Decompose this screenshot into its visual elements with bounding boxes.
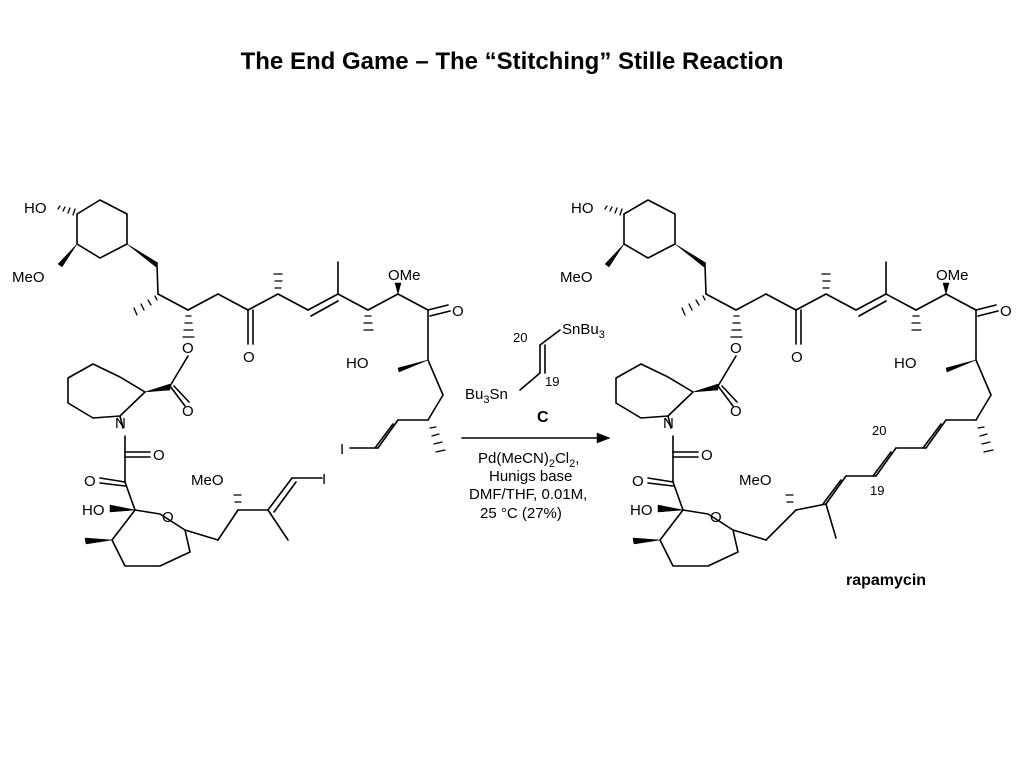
cyclohexyl-ring <box>76 199 128 259</box>
label-n: N <box>115 415 126 432</box>
label-o: O <box>162 509 174 526</box>
tetrahydropyran-ring <box>111 509 191 567</box>
hashed-bond <box>363 315 374 331</box>
label-o: O <box>710 509 722 526</box>
wedge-bond <box>942 282 950 295</box>
product-name: rapamycin <box>846 572 926 589</box>
label-o: O <box>701 447 713 464</box>
atom-labels: HO MeO OMe O O HO O O N O O HO O MeO I I <box>12 200 464 526</box>
label-meo: MeO <box>560 269 593 286</box>
atom-labels: HO MeO OMe O O HO O O N O O HO O MeO 20 … <box>560 200 1012 526</box>
product-structure: HO MeO OMe O O HO O O N O O HO O MeO 20 … <box>560 199 1012 589</box>
label-ho: HO <box>630 502 653 519</box>
label-o: O <box>182 340 194 357</box>
wedge-bond <box>674 243 707 268</box>
hashed-bond <box>233 494 242 503</box>
label-ho: HO <box>894 355 917 372</box>
wedge-bond <box>397 359 429 373</box>
reagent-structure: SnBu3 Bu3Sn 20 19 C <box>465 321 605 426</box>
label-o: O <box>730 403 742 420</box>
hashed-bond <box>977 426 994 453</box>
wedge-bond <box>144 383 171 393</box>
tetrahydropyran-ring <box>659 509 739 567</box>
label-ho: HO <box>82 502 105 519</box>
locant-19: 19 <box>870 483 884 498</box>
label-ome: OMe <box>388 267 421 284</box>
piperidine-ring <box>67 363 146 419</box>
label-meo: MeO <box>739 472 772 489</box>
condition-solvent: DMF/THF, 0.01M, <box>469 486 587 503</box>
hashed-bond <box>785 494 794 503</box>
wedge-bond <box>945 359 977 373</box>
label-o: O <box>84 473 96 490</box>
wedge-bond <box>604 243 625 268</box>
wedge-bond <box>57 243 78 268</box>
hashed-bond <box>911 315 922 331</box>
wedge-bond <box>84 537 113 545</box>
label-o: O <box>243 349 255 366</box>
wedge-bond <box>692 383 719 393</box>
hashed-bond <box>681 295 706 316</box>
label-o: O <box>632 473 644 490</box>
piperidine-ring <box>615 363 694 419</box>
reactant-structure: HO MeO OMe O O HO O O N O O HO O MeO I I <box>12 199 464 567</box>
label-ho: HO <box>346 355 369 372</box>
condition-catalyst: Pd(MeCN)2Cl2, <box>478 450 579 470</box>
arrow-head <box>596 432 611 444</box>
hashed-bond <box>273 273 283 289</box>
reaction-conditions: Pd(MeCN)2Cl2, Hunigs base DMF/THF, 0.01M… <box>469 450 587 522</box>
wedge-bond <box>126 243 159 268</box>
hashed-bond <box>182 315 195 338</box>
cyclohexyl-ring <box>623 199 676 259</box>
wedge-bond <box>394 282 402 295</box>
wedge-bond <box>109 504 136 513</box>
label-o: O <box>1000 303 1012 320</box>
hashed-bond <box>821 273 831 289</box>
hashed-bond <box>730 315 743 338</box>
hashed-bond <box>604 205 623 216</box>
wedge-bond <box>632 537 661 545</box>
locant-20: 20 <box>513 330 527 345</box>
label-o: O <box>791 349 803 366</box>
hashed-bond <box>429 426 446 453</box>
label-meo: MeO <box>191 472 224 489</box>
wedge-bond <box>657 504 684 513</box>
compound-label-c: C <box>537 409 549 426</box>
condition-temperature-yield: 25 °C (27%) <box>480 505 562 522</box>
label-n: N <box>663 415 674 432</box>
reaction-arrow <box>461 432 611 444</box>
label-i: I <box>340 441 344 458</box>
label-o: O <box>182 403 194 420</box>
label-bu3sn: Bu3Sn <box>465 386 508 406</box>
hashed-bond <box>57 205 76 216</box>
label-ho: HO <box>24 200 47 217</box>
label-meo: MeO <box>12 269 45 286</box>
locant-20: 20 <box>872 423 886 438</box>
condition-base: Hunigs base <box>489 468 572 485</box>
label-ome: OMe <box>936 267 969 284</box>
label-snbu3: SnBu3 <box>562 321 605 341</box>
hashed-bond <box>133 295 158 316</box>
label-ho: HO <box>571 200 594 217</box>
label-i: I <box>322 471 326 488</box>
label-o: O <box>452 303 464 320</box>
slide-title: The End Game – The “Stitching” Stille Re… <box>240 48 784 75</box>
label-o: O <box>153 447 165 464</box>
locant-19: 19 <box>545 374 559 389</box>
label-o: O <box>730 340 742 357</box>
